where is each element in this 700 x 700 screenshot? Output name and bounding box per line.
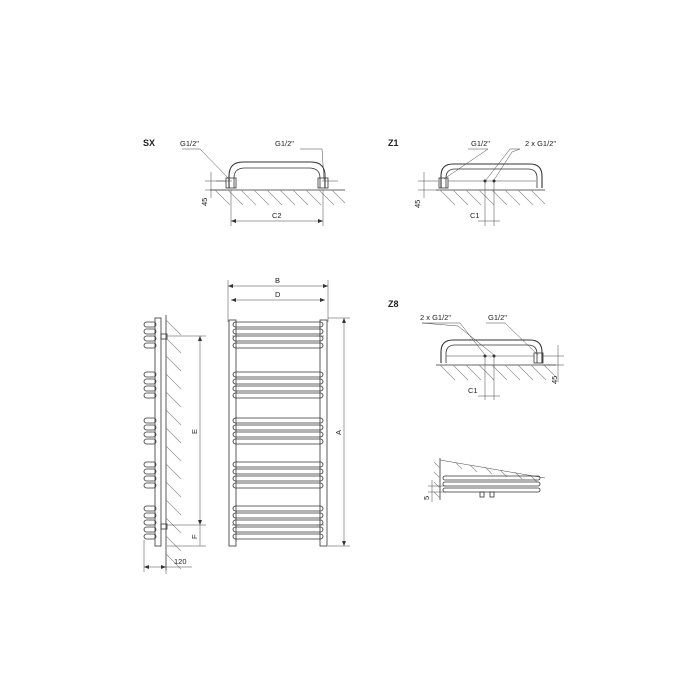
view-front: B D [227,276,350,547]
sx-width-dim: C2 [272,211,282,220]
detail-wall-hatch [433,461,538,499]
view-z8: Z8 2 x G1/2" G1/2" 45 C [388,299,564,400]
front-overall-width-dim: B [275,276,280,285]
side-tubes [143,321,157,540]
z1-title: Z1 [388,138,399,148]
sx-right-valve [317,177,329,189]
sx-height-dim: 45 [200,198,209,206]
side-axis-spacing-dim: E [190,429,199,434]
side-bottom-offset-dim: F [190,534,199,539]
sx-left-connector-label: G1/2" [180,139,199,148]
z1-left-connector-label: G1/2" [471,139,490,148]
detail-gap-dim: 5 [422,496,431,500]
sx-wall [210,189,346,206]
sx-right-connector-label: G1/2" [275,139,294,148]
z8-left-connector-label: 2 x G1/2" [420,313,451,322]
z8-radiator-outline [440,339,543,363]
side-wall-hatch [165,319,182,570]
z8-offset-dim: C1 [468,386,478,395]
front-tubes [232,321,324,540]
side-lower-bracket [160,523,168,530]
z8-right-valve [533,352,544,364]
sx-radiator-outline [228,161,326,188]
side-upper-bracket [160,333,168,340]
view-detail: 5 [422,458,546,502]
side-collector [154,317,162,547]
view-z1: Z1 G1/2" 2 x G1/2" 45 C1 [388,138,556,226]
detail-tubes [442,475,541,493]
z1-wall [436,189,546,206]
z8-wall [436,364,557,381]
sx-title: SX [143,138,155,148]
z8-height-dim: 45 [550,376,559,384]
z1-offset-dim: C1 [470,211,480,220]
z8-title: Z8 [388,299,399,309]
front-right-collector [319,319,328,547]
z1-right-connector-label: 2 x G1/2" [525,139,556,148]
front-inner-width-dim: D [275,290,281,299]
side-depth-dim: 120 [174,557,187,566]
z1-radiator-outline [440,163,543,188]
sx-left-valve [225,177,237,189]
view-sx: SX G1/2" G1/2" 45 [143,138,346,226]
z1-left-valve [438,177,449,189]
front-height-dim: A [334,430,343,435]
view-side: E F 120 [143,315,206,574]
front-left-collector [228,319,237,547]
z8-right-connector-label: G1/2" [488,313,507,322]
z1-height-dim: 45 [413,200,422,208]
